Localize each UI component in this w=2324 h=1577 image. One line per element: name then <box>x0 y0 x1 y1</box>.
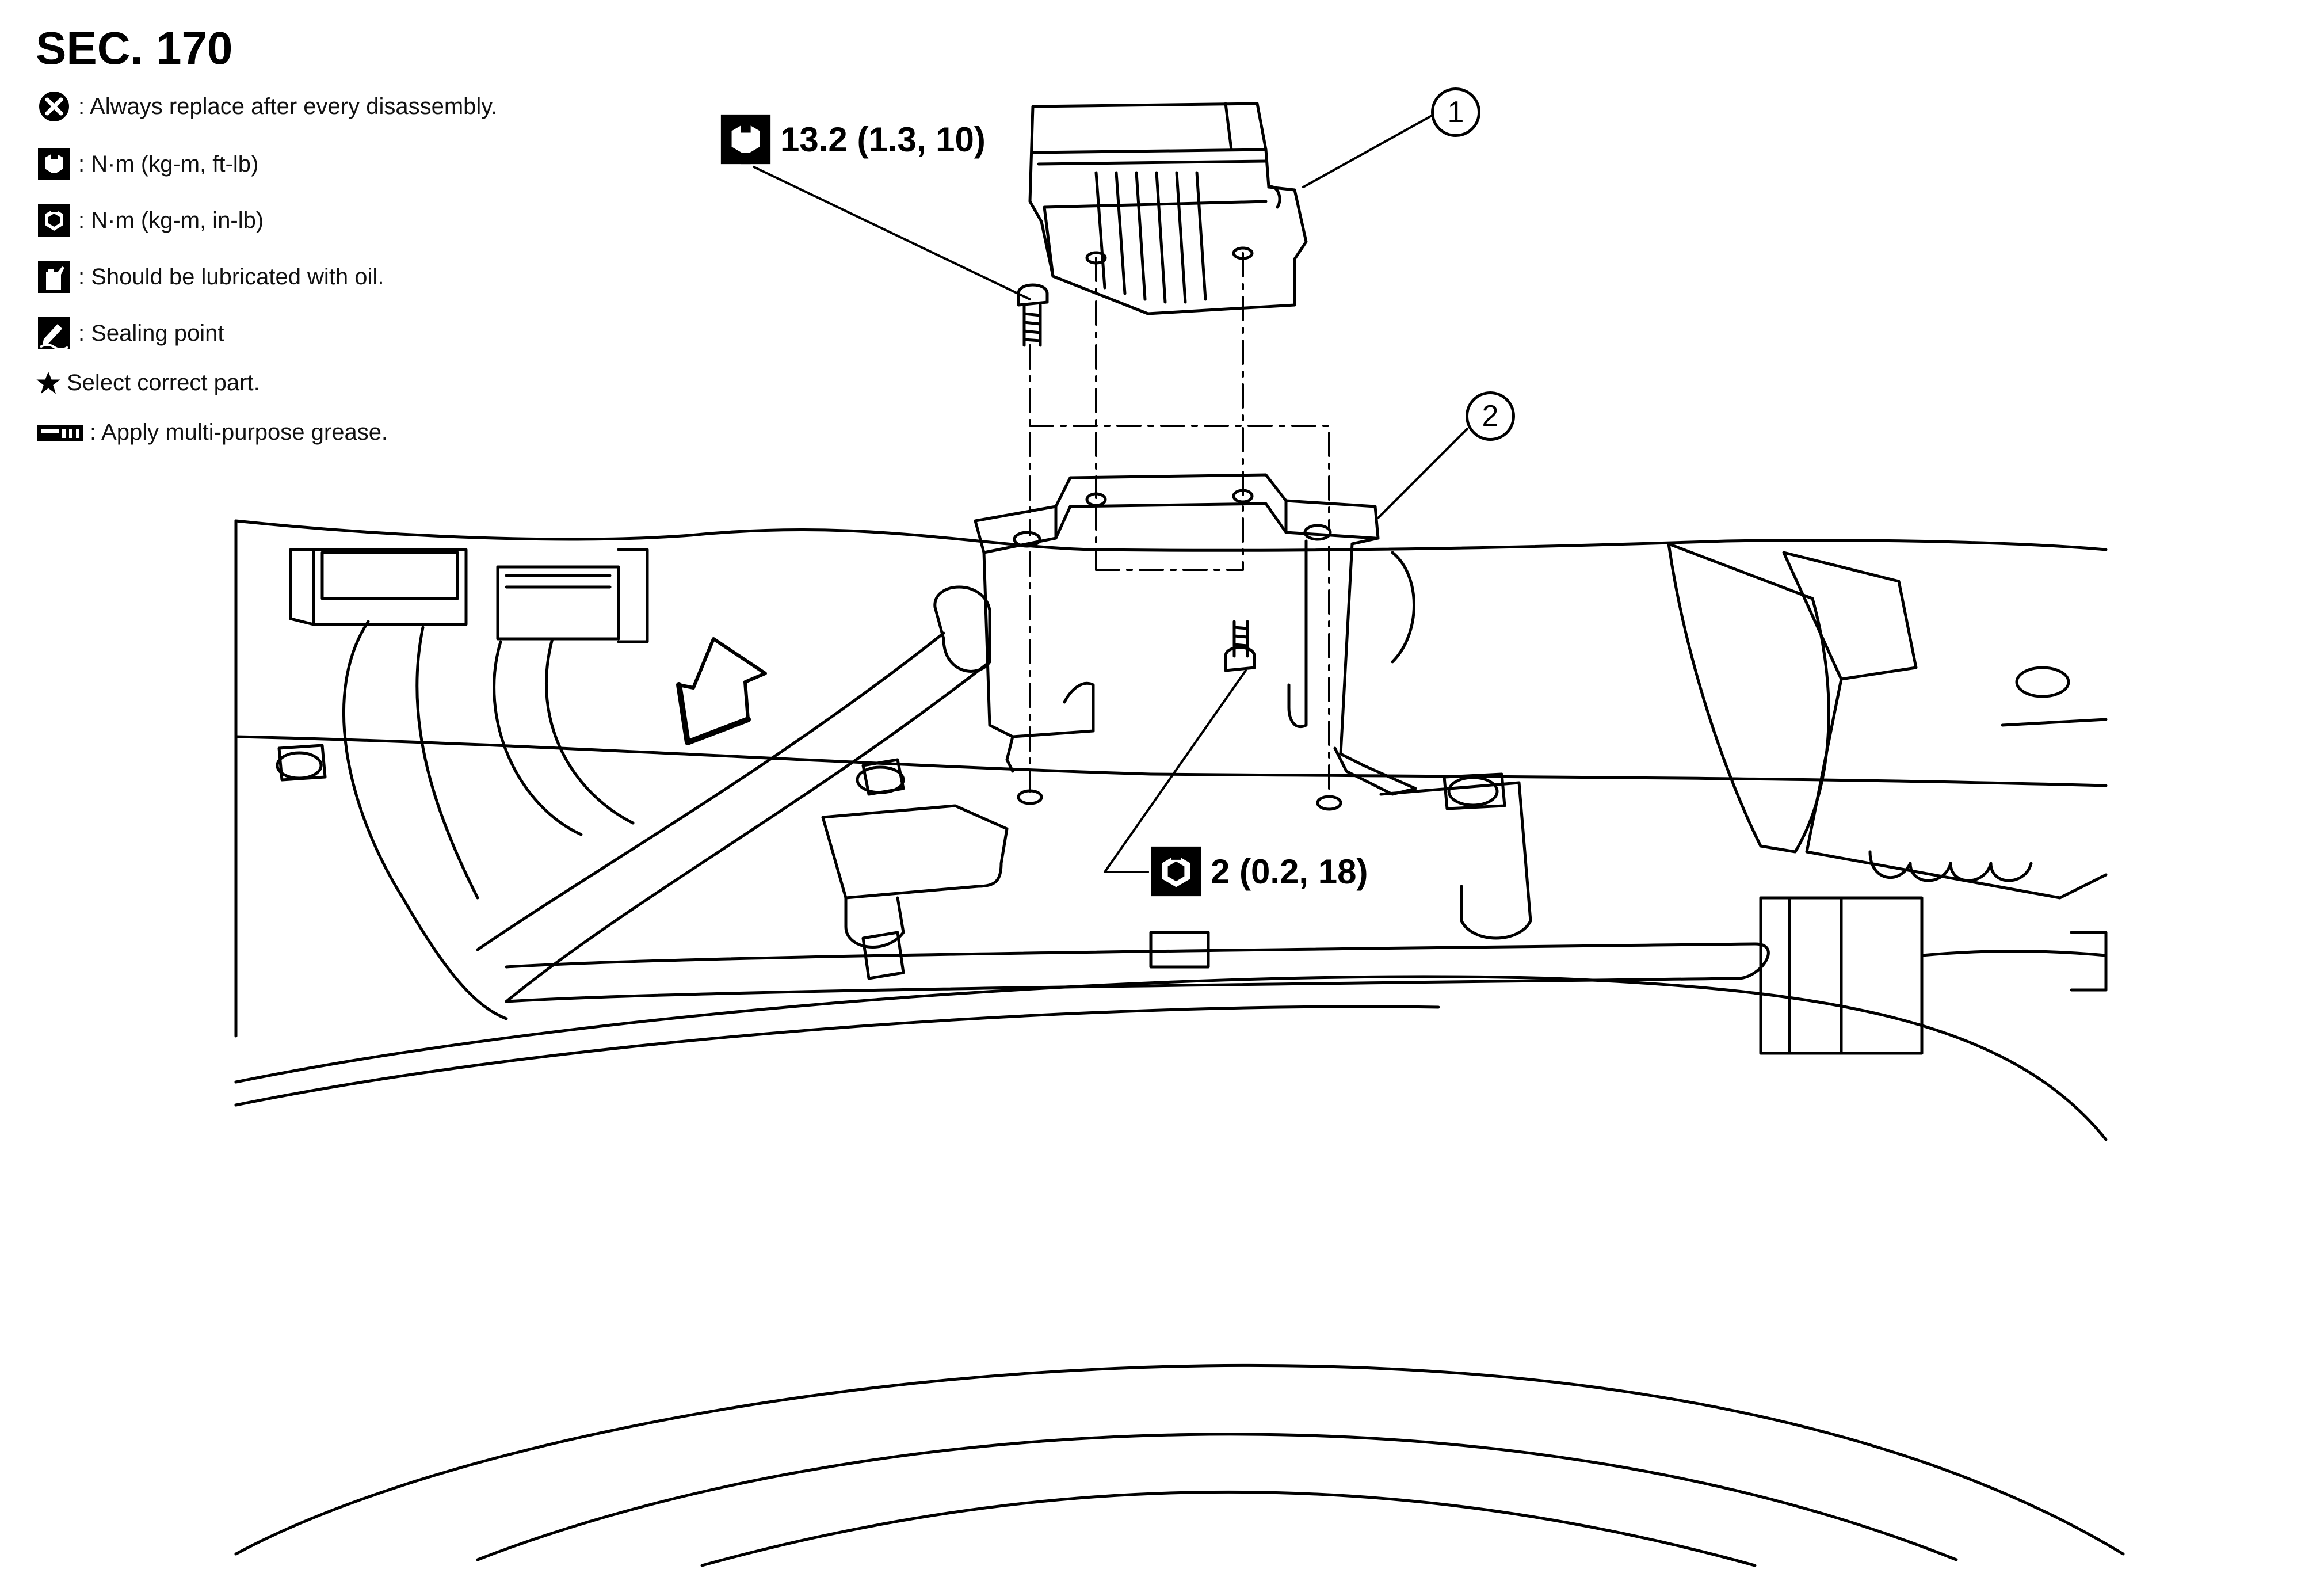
legend-row-lubricate: : Should be lubricated with oil. <box>36 257 384 297</box>
grease-icon <box>37 425 83 441</box>
legend-text: : Should be lubricated with oil. <box>78 264 384 290</box>
legend-text: : Apply multi-purpose grease. <box>90 419 388 445</box>
torque-spec-module-screw: 2 (0.2, 18) <box>1150 845 1368 898</box>
oil-can-icon <box>38 261 70 293</box>
alignment-lines <box>1029 252 1330 798</box>
legend-text: : N·m (kg-m, ft-lb) <box>78 151 259 177</box>
torque-in-lb-icon <box>38 204 70 237</box>
torque-in-lb-icon <box>1151 846 1201 897</box>
right-components <box>1667 542 2108 1055</box>
torque-ft-lb-icon <box>720 114 771 165</box>
legend-text: : N·m (kg-m, in-lb) <box>78 207 264 233</box>
lower-arcs <box>234 1363 2125 1567</box>
star-icon <box>36 371 60 394</box>
always-replace-icon <box>39 92 69 121</box>
legend-row-sealing: : Sealing point <box>36 313 224 353</box>
leader-lines <box>753 114 1468 873</box>
bracket-screw <box>1017 283 1049 347</box>
torque-value: 2 (0.2, 18) <box>1211 852 1368 891</box>
legend-text: Select correct part. <box>67 370 260 395</box>
left-connectors <box>289 548 649 1020</box>
torque-value: 13.2 (1.3, 10) <box>780 120 986 159</box>
callout-1: 1 <box>1431 87 1480 137</box>
module-screw <box>1224 620 1256 672</box>
module-part-1 <box>1028 102 1308 315</box>
legend-text: : Sealing point <box>78 320 224 346</box>
legend-row-always-replace: : Always replace after every disassembly… <box>36 86 497 127</box>
sealing-point-icon <box>38 317 70 351</box>
torque-spec-bracket-screw: 13.2 (1.3, 10) <box>719 113 986 166</box>
legend-text: : Always replace after every disassembly… <box>78 93 498 119</box>
torque-ft-lb-icon <box>38 148 70 180</box>
legend-row-torque-in-lb: : N·m (kg-m, in-lb) <box>36 200 264 241</box>
legend-row-grease: : Apply multi-purpose grease. <box>36 412 388 452</box>
hose <box>476 585 1770 1003</box>
callout-2: 2 <box>1466 391 1515 441</box>
legend-row-torque-ft-lb: : N·m (kg-m, ft-lb) <box>36 144 258 184</box>
engine-cover-outline <box>234 519 2108 1141</box>
legend-row-select-part: Select correct part. <box>36 363 260 403</box>
direction-arrow <box>676 637 767 745</box>
mounting-bolts <box>276 744 1532 949</box>
bracket-part-2 <box>974 473 1417 811</box>
section-title: SEC. 170 <box>36 22 233 74</box>
